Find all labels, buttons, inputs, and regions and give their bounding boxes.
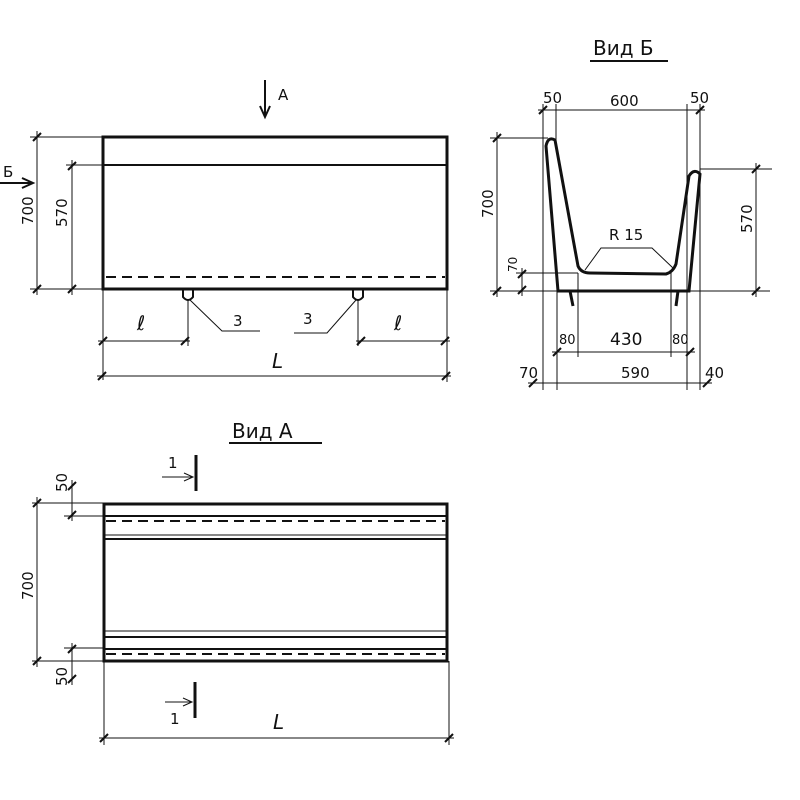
front-view: A Б 700 570 3 3 ℓ ℓ L bbox=[0, 80, 451, 382]
dim-plan-top-50: 50 bbox=[53, 473, 71, 492]
view-b-title: Вид Б bbox=[593, 36, 654, 60]
dimension-tick bbox=[702, 378, 712, 388]
view-a-marker: A bbox=[278, 86, 289, 104]
callout-right: 3 bbox=[303, 310, 313, 328]
dimension-tick bbox=[99, 733, 109, 743]
dimension-tick bbox=[32, 656, 42, 666]
dim-front-height: 700 bbox=[19, 196, 37, 225]
dimension-tick bbox=[440, 336, 450, 346]
dimension-tick bbox=[444, 733, 454, 743]
dim-top-mid: 600 bbox=[610, 92, 639, 110]
dim-top-left: 50 bbox=[543, 89, 562, 107]
section-label-top: 1 bbox=[168, 454, 178, 472]
dimension-tick bbox=[32, 284, 42, 294]
dimension-tick bbox=[67, 481, 77, 491]
dim-base-right: 40 bbox=[705, 364, 724, 382]
dimension-tick bbox=[538, 105, 548, 115]
dimension-tick bbox=[492, 286, 502, 296]
dim-base-left: 70 bbox=[519, 364, 538, 382]
dim-floor: 70 bbox=[506, 257, 520, 272]
dimension-tick bbox=[98, 336, 108, 346]
dim-front-length: L bbox=[272, 349, 283, 373]
dimension-tick bbox=[751, 286, 761, 296]
view-a-title: Вид А bbox=[232, 419, 293, 443]
dim-bottom-right-80: 80 bbox=[672, 333, 689, 348]
dimension-tick bbox=[67, 510, 77, 520]
dimension-tick bbox=[67, 161, 77, 171]
dim-plan-bottom-50: 50 bbox=[53, 667, 71, 686]
dim-b-height: 700 bbox=[479, 189, 497, 218]
dimension-tick bbox=[695, 105, 705, 115]
dimension-tick bbox=[751, 164, 761, 174]
dim-b-right-height: 570 bbox=[738, 204, 756, 233]
dimension-tick bbox=[97, 371, 107, 381]
dimension-tick bbox=[32, 132, 42, 142]
dimension-tick bbox=[517, 285, 527, 295]
view-a: Вид А 1 1 700 50 50 L bbox=[19, 419, 454, 745]
dimension-tick bbox=[67, 674, 77, 684]
dimension-tick bbox=[356, 336, 366, 346]
callout-left: 3 bbox=[233, 312, 243, 330]
section-label-bottom: 1 bbox=[170, 710, 180, 728]
radius-label: R 15 bbox=[609, 226, 643, 244]
dim-l-right: ℓ bbox=[393, 311, 402, 335]
dimension-tick bbox=[492, 133, 502, 143]
dimension-tick bbox=[528, 378, 538, 388]
dimension-tick bbox=[180, 336, 190, 346]
dim-front-inner-height: 570 bbox=[53, 198, 71, 227]
dim-bottom-mid: 430 bbox=[610, 330, 642, 350]
dim-l-left: ℓ bbox=[136, 311, 145, 335]
dim-top-right: 50 bbox=[690, 89, 709, 107]
dim-plan-height: 700 bbox=[19, 571, 37, 600]
dimension-tick bbox=[441, 371, 451, 381]
leg-right bbox=[674, 290, 680, 307]
view-b: Вид Б 50 600 50 700 70 570 R 15 bbox=[479, 36, 772, 390]
dim-base-mid: 590 bbox=[621, 364, 650, 382]
dimension-tick bbox=[67, 284, 77, 294]
dimension-tick bbox=[517, 269, 527, 279]
dimension-tick bbox=[685, 347, 695, 357]
front-body-outline bbox=[101, 135, 449, 291]
trough-profile bbox=[544, 137, 702, 293]
dimension-tick bbox=[32, 498, 42, 508]
dimension-tick bbox=[67, 644, 77, 654]
lug-right bbox=[352, 289, 364, 301]
plan-outline bbox=[102, 502, 449, 663]
radius-leader bbox=[584, 247, 674, 271]
leg-left bbox=[568, 290, 575, 307]
dimension-tick bbox=[552, 347, 562, 357]
dim-plan-length: L bbox=[273, 710, 284, 734]
dim-bottom-left-80: 80 bbox=[559, 333, 576, 348]
lug-left bbox=[182, 289, 194, 301]
view-b-marker: Б bbox=[3, 163, 13, 181]
